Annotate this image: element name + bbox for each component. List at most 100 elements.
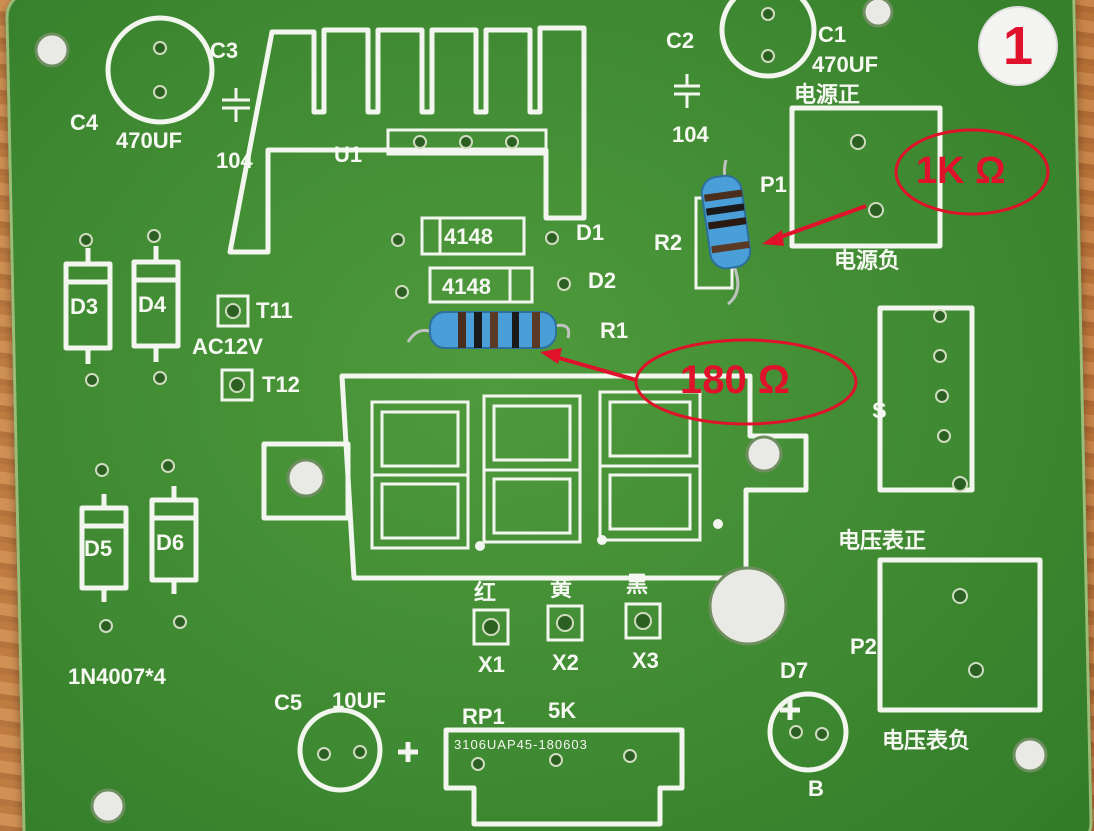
d1-pad [391, 233, 405, 247]
u1-pad-row [386, 128, 548, 156]
s-pad [937, 429, 951, 443]
x3-pad-box [624, 602, 662, 640]
rp1-pad [549, 753, 563, 767]
r1-annotation-arrowhead [540, 348, 562, 364]
d1-outline [420, 216, 526, 256]
d6-label: D6 [156, 530, 185, 555]
x1-pad-box [472, 608, 510, 646]
c4-value: 470UF [116, 128, 183, 153]
t11-label: T11 [256, 298, 293, 323]
p1-pad [850, 134, 866, 150]
rp1-value: 5K [548, 698, 577, 723]
r2-annotation-ellipse [894, 128, 1050, 216]
d2-label: D2 [588, 268, 617, 293]
r2-band [703, 189, 743, 202]
d4-pad [147, 229, 161, 243]
p2-pad [968, 662, 984, 678]
mounting-hole-bottom-right [1012, 737, 1048, 773]
c3-value: 104 [216, 148, 253, 173]
d2-pad [395, 285, 409, 299]
d5-pad [95, 463, 109, 477]
d3-label: D3 [70, 294, 99, 319]
rp1-outline [443, 727, 685, 827]
x3-label: X3 [632, 648, 659, 673]
u1-pad [413, 135, 427, 149]
c1-label: C1 [818, 22, 847, 47]
rp1-pad [623, 749, 637, 763]
x2-pad [556, 614, 574, 632]
rp1-label: RP1 [462, 704, 505, 729]
d4-leads [134, 246, 178, 362]
c1-pad [761, 49, 775, 63]
c5-outline [297, 707, 383, 793]
d7-plus-mark [780, 700, 800, 720]
t12-label: T12 [262, 372, 300, 397]
x2-pad-box [546, 604, 584, 642]
d7-label: D7 [780, 658, 809, 683]
u1-pad [505, 135, 519, 149]
c5-pad [317, 747, 331, 761]
step-number: 1 [1002, 16, 1034, 76]
c4-pad [153, 41, 167, 55]
u1-pad [459, 135, 473, 149]
p1-pad [868, 202, 884, 218]
rp1-pad [471, 757, 485, 771]
r2-band [705, 203, 745, 216]
power-positive-label: 电源正 [794, 82, 861, 107]
c2-value: 104 [672, 122, 709, 147]
d7-pad [789, 725, 803, 739]
s-label: S [872, 398, 887, 423]
mounting-hole-top-left [34, 32, 70, 68]
s-pad [933, 309, 947, 323]
x1-pad [482, 618, 500, 636]
d6-leads [152, 486, 196, 594]
d4-label: D4 [138, 292, 167, 317]
digit-dot [475, 541, 485, 551]
s-pad [952, 476, 968, 492]
step-number-badge: 1 [978, 6, 1058, 86]
d4-pad [153, 371, 167, 385]
r2-annotation-arrow [771, 204, 867, 242]
x1-color-label: 红 [474, 580, 497, 605]
x1-label: X1 [478, 652, 505, 677]
voltmeter-negative-label: 电压表负 [882, 728, 971, 753]
d6-pad [161, 459, 175, 473]
c4-label: C4 [70, 110, 99, 135]
digit-dot [713, 519, 723, 529]
d3-leads [66, 248, 110, 364]
u1-heatsink-outline [227, 25, 587, 255]
r2-label: R2 [654, 230, 683, 255]
r1-value-annotation: 180 Ω [680, 358, 790, 402]
d1-label: D1 [576, 220, 605, 245]
p2-label: P2 [850, 634, 877, 659]
p2-outline [877, 557, 1043, 713]
s-connector-outline [877, 305, 975, 493]
r2-band [707, 217, 747, 230]
d5-leads [82, 494, 126, 602]
u1-label: U1 [334, 142, 363, 167]
c1-value: 470UF [812, 52, 879, 77]
diode-note-label: 1N4007*4 [68, 664, 166, 689]
d3-pad [85, 373, 99, 387]
p2-pad [952, 588, 968, 604]
s-pad [935, 389, 949, 403]
d2-outline [428, 266, 534, 304]
r1-annotation-ellipse [634, 338, 858, 426]
t11-pad [225, 303, 241, 319]
d1-pad [545, 231, 559, 245]
d1-part-label: 4148 [444, 224, 493, 249]
r1-band [512, 312, 519, 348]
c3-symbol [222, 88, 250, 122]
r2-value-annotation: 1K Ω [916, 150, 1006, 192]
display-mount-left [261, 441, 351, 521]
d7-pad [815, 727, 829, 741]
c3-label: C3 [210, 38, 239, 63]
x3-pad [634, 612, 652, 630]
c5-plus-mark [398, 742, 418, 762]
display-outline [339, 373, 809, 581]
c5-value: 10UF [332, 688, 386, 713]
x2-label: X2 [552, 650, 579, 675]
r2-band [711, 241, 750, 254]
